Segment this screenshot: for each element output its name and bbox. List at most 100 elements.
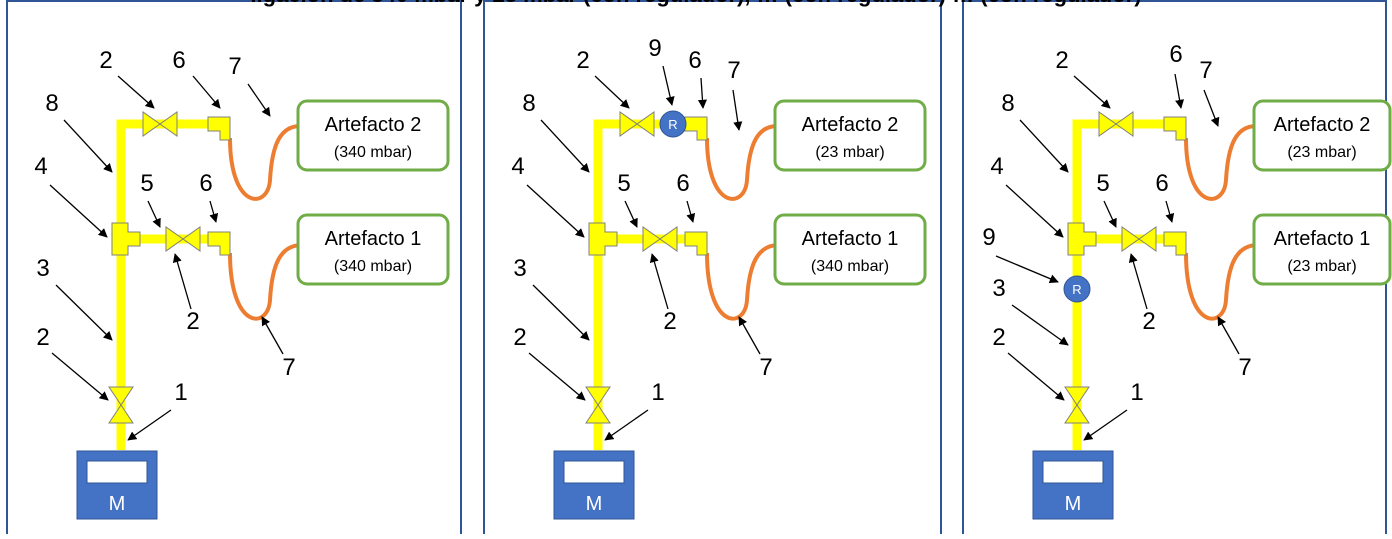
- callout-number: 2: [99, 47, 112, 74]
- callout-arrow: [604, 409, 649, 441]
- callout-number: 6: [199, 170, 212, 197]
- callout-arrow: [540, 119, 590, 173]
- callout-number: 9: [648, 35, 661, 62]
- valve-icon: [642, 226, 661, 252]
- callout-arrow: [1174, 73, 1185, 109]
- appliance-2-pressure: (340 mbar): [334, 144, 412, 161]
- valve-icon: [1121, 226, 1140, 252]
- callout-arrow: [732, 89, 743, 131]
- callout-number: 7: [1238, 354, 1251, 381]
- callout-number: 5: [1096, 170, 1109, 197]
- flexible-hose-1: [1184, 243, 1259, 321]
- elbow-fitting-icon: [1163, 231, 1187, 256]
- appliance-1-pressure: (340 mbar): [334, 258, 412, 275]
- callout-number: 7: [1199, 57, 1212, 84]
- callout-number: 2: [576, 47, 589, 74]
- callout-number: 2: [36, 324, 49, 351]
- appliance-1-pressure: (23 mbar): [1287, 258, 1356, 275]
- meter-display: [1042, 460, 1104, 484]
- callout-arrow: [532, 284, 590, 341]
- appliance-2-box: [773, 99, 927, 172]
- callout-arrow: [49, 184, 108, 238]
- flexible-hose-2: [228, 123, 303, 201]
- callout-number: 7: [759, 354, 772, 381]
- gas-pipe-main: [116, 119, 215, 450]
- callout-number: 8: [1001, 90, 1014, 117]
- valve-icon: [159, 111, 178, 137]
- callout-arrow: [995, 255, 1059, 284]
- valve-icon: [585, 386, 611, 406]
- callout-arrow: [1019, 119, 1069, 173]
- callout-number: 9: [982, 224, 995, 251]
- appliance-1-box: [296, 213, 450, 286]
- valve-icon: [659, 226, 678, 252]
- appliance-1-name: Artefacto 1: [1274, 228, 1371, 250]
- callout-arrow: [261, 316, 284, 355]
- appliance-2-box: [1252, 99, 1392, 172]
- callout-arrow: [686, 200, 696, 223]
- elbow-fitting-icon: [684, 116, 708, 141]
- callout-arrow: [147, 200, 161, 228]
- callout-number: 6: [1169, 41, 1182, 68]
- callout-arrow: [117, 75, 155, 109]
- flexible-hose-1: [705, 243, 780, 321]
- callout-arrow: [127, 409, 172, 441]
- callout-number: 2: [1142, 308, 1155, 335]
- callout-arrow: [51, 352, 109, 401]
- tee-fitting-icon: [588, 222, 618, 256]
- elbow-fitting-icon: [207, 231, 231, 256]
- callout-number: 5: [140, 170, 153, 197]
- valve-icon: [108, 386, 134, 406]
- tee-fitting-icon: [1067, 222, 1097, 256]
- appliance-2-box: [296, 99, 450, 172]
- callout-number: 6: [676, 170, 689, 197]
- regulator-icon: [659, 110, 687, 138]
- callout-number: 4: [511, 153, 524, 180]
- callout-number: 6: [688, 47, 701, 74]
- appliance-2-name: Artefacto 2: [325, 114, 422, 136]
- valve-icon: [108, 404, 134, 424]
- figure-caption: ligación de 340 mbar y 23 mbar (con regu…: [0, 0, 1392, 8]
- callout-arrow: [662, 65, 675, 106]
- callout-arrow: [1103, 200, 1117, 228]
- valve-icon: [1138, 226, 1157, 252]
- callout-arrow: [192, 75, 221, 109]
- callout-arrow: [1005, 184, 1064, 238]
- valve-icon: [1064, 386, 1090, 406]
- valve-icon: [182, 226, 201, 252]
- valve-icon: [585, 404, 611, 424]
- appliance-1-name: Artefacto 1: [802, 228, 899, 250]
- callout-arrow: [247, 83, 271, 117]
- callout-number: 4: [34, 153, 47, 180]
- regulator-label: R: [1072, 282, 1081, 297]
- callout-number: 6: [1155, 170, 1168, 197]
- meter-display: [86, 460, 148, 484]
- callout-arrow: [1128, 253, 1148, 310]
- callout-number: 2: [1055, 47, 1068, 74]
- regulator-label: R: [668, 117, 677, 132]
- callout-arrow: [209, 200, 219, 223]
- meter-label: M: [1065, 493, 1082, 515]
- callout-arrow: [1011, 304, 1069, 346]
- callout-number: 1: [1130, 379, 1143, 406]
- callout-arrow: [55, 284, 113, 341]
- valve-icon: [1098, 111, 1117, 137]
- callout-number: 1: [174, 379, 187, 406]
- callout-number: 3: [992, 275, 1005, 302]
- regulator-icon: [1063, 275, 1091, 303]
- callout-arrow: [1007, 352, 1065, 401]
- callout-arrow: [697, 77, 707, 109]
- appliance-2-name: Artefacto 2: [802, 114, 899, 136]
- callout-number: 6: [172, 47, 185, 74]
- callout-arrow: [1073, 75, 1111, 109]
- elbow-fitting-icon: [1163, 116, 1187, 141]
- callout-arrow: [649, 253, 669, 310]
- flexible-hose-2: [1184, 123, 1259, 201]
- callout-arrow: [1217, 316, 1240, 355]
- callout-number: 3: [36, 255, 49, 282]
- callout-number: 7: [282, 354, 295, 381]
